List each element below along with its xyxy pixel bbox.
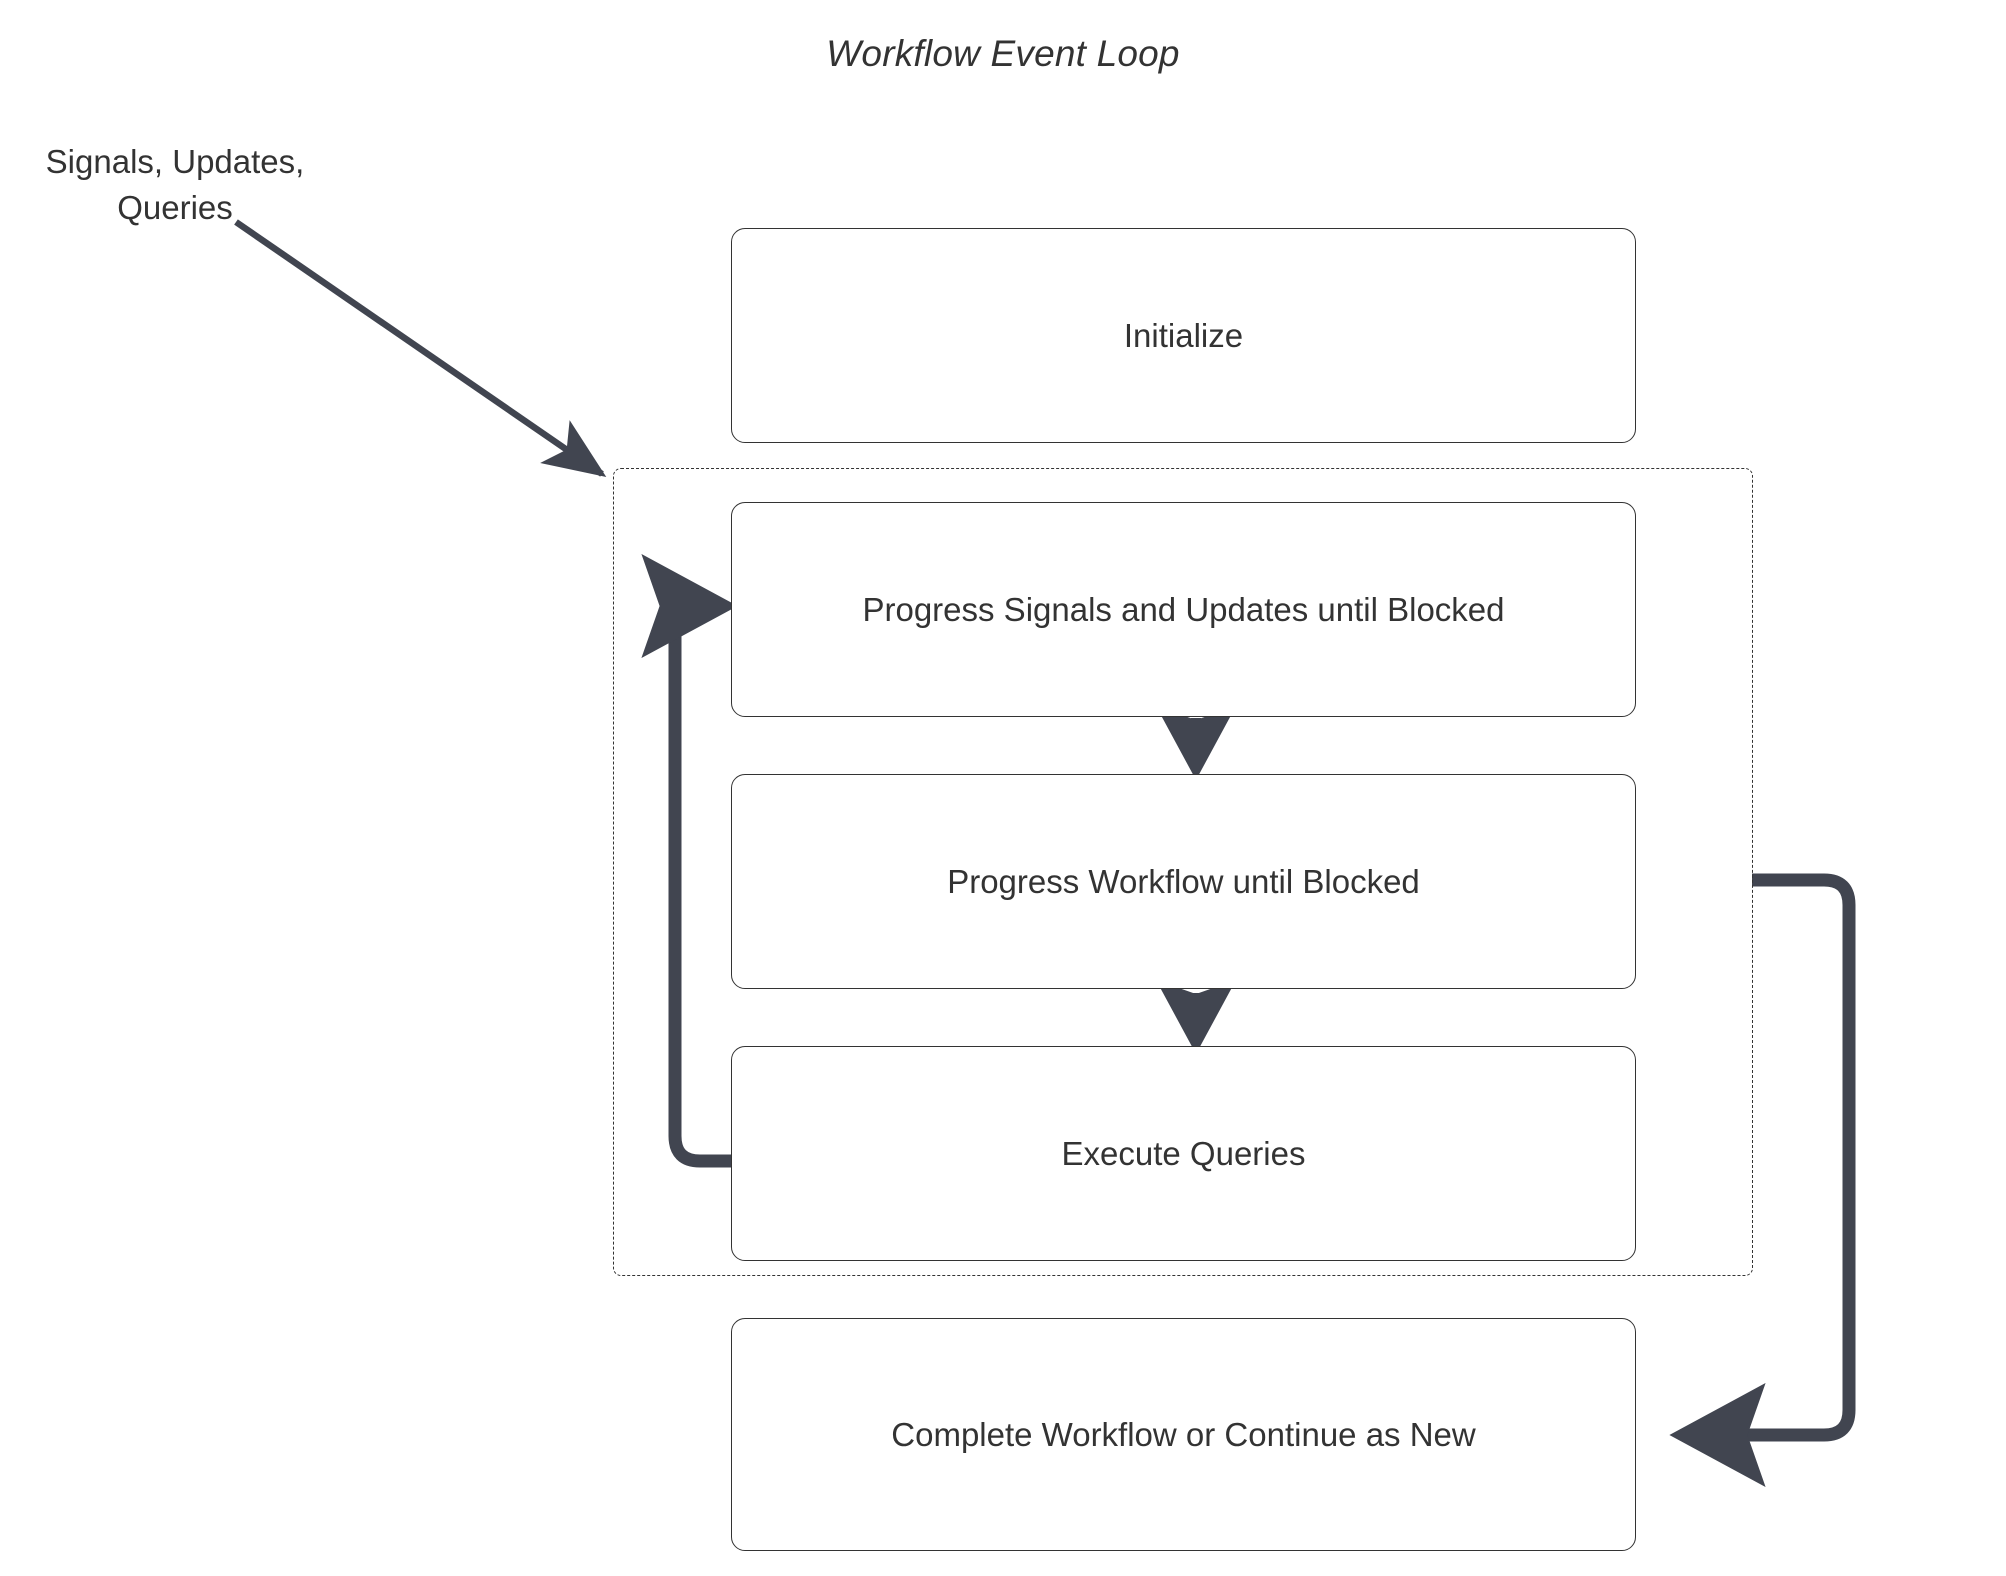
node-progress-workflow-label: Progress Workflow until Blocked [947,862,1420,900]
external-input-label: Signals, Updates, Queries [10,139,340,231]
event-loop-group [613,468,1753,1276]
node-complete-workflow-label: Complete Workflow or Continue as New [891,1415,1476,1453]
node-execute-queries[interactable]: Execute Queries [731,1046,1636,1261]
node-progress-workflow[interactable]: Progress Workflow until Blocked [731,774,1636,989]
external-input-label-line1: Signals, Updates, [45,143,305,180]
page-title: Workflow Event Loop [826,33,1180,74]
edge-loop-to-complete [1669,873,1856,1487]
node-execute-queries-label: Execute Queries [1061,1134,1306,1172]
node-progress-signals[interactable]: Progress Signals and Updates until Block… [731,502,1636,717]
node-initialize-label: Initialize [1123,316,1244,354]
edge-queries-loop-back [641,554,738,1168]
external-input-label-line2: Queries [117,189,233,226]
node-progress-signals-label: Progress Signals and Updates until Block… [862,590,1505,628]
edge-input-to-loop [234,219,607,477]
node-initialize[interactable]: Initialize [731,228,1636,443]
node-complete-workflow[interactable]: Complete Workflow or Continue as New [731,1318,1636,1551]
